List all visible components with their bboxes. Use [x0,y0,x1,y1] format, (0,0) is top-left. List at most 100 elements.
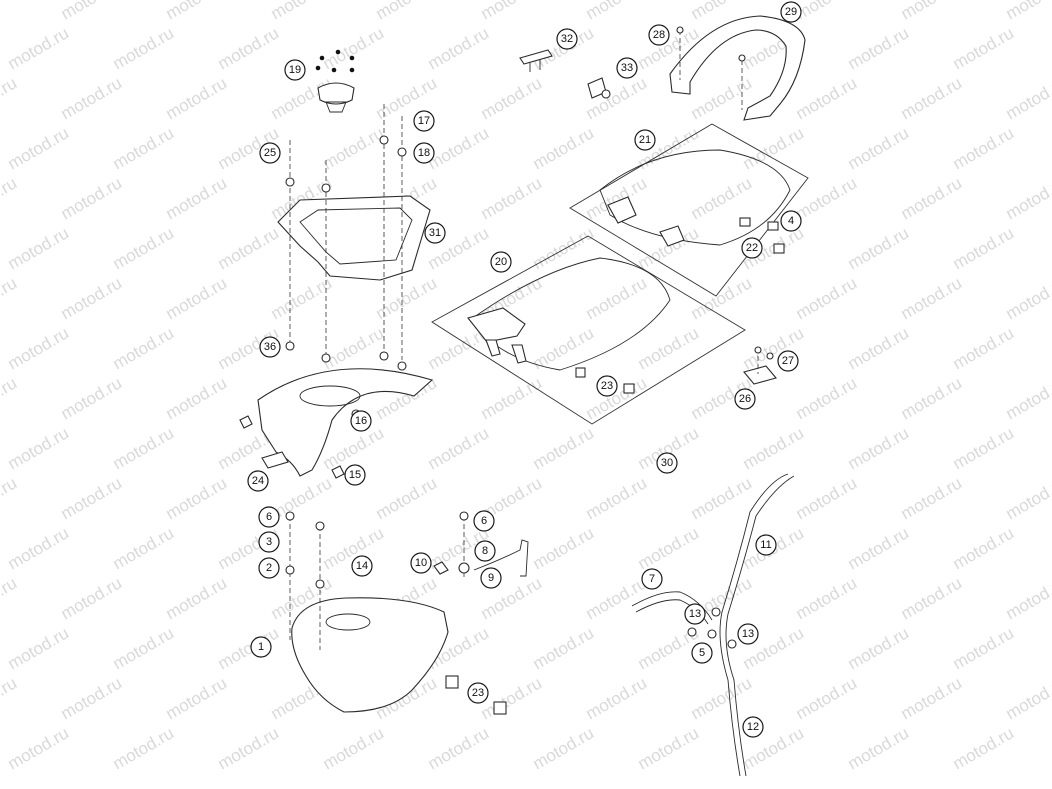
watermark-text: motod.ru [898,573,966,623]
callout-16: 16 [350,410,372,432]
watermark-text: motod.ru [635,523,703,573]
watermark-text: motod.ru [0,673,20,723]
watermark-text: motod.ru [1003,173,1052,223]
watermark-text: motod.ru [0,73,20,123]
watermark-text: motod.ru [898,673,966,723]
watermark-text: motod.ru [478,673,546,723]
callout-5: 5 [691,642,713,664]
watermark-text: motod.ru [530,423,598,473]
watermark-text: motod.ru [688,473,756,523]
watermark-text: motod.ru [1003,673,1052,723]
svg-text:36: 36 [264,341,276,353]
callout-17: 17 [413,110,435,132]
svg-text:30: 30 [661,457,673,469]
svg-text:3: 3 [266,536,272,548]
callout-24: 24 [247,470,269,492]
callout-15: 15 [344,464,366,486]
svg-text:22: 22 [746,242,758,254]
svg-text:15: 15 [349,469,361,481]
tank-frame [277,104,431,371]
svg-text:19: 19 [289,64,301,76]
watermark-text: motod.ru [58,473,126,523]
callout-7: 7 [641,568,663,590]
watermark-text: motod.ru [425,423,493,473]
svg-text:13: 13 [742,628,754,640]
svg-text:23: 23 [472,687,484,699]
watermark-text: motod.ru [583,673,651,723]
svg-text:24: 24 [252,475,264,487]
watermark-text: motod.ru [583,473,651,523]
watermark-text: motod.ru [0,573,20,623]
watermark-text: motod.ru [793,673,861,723]
watermark-text: motod.ru [845,423,913,473]
svg-text:11: 11 [760,539,771,551]
svg-text:26: 26 [739,393,751,405]
svg-text:27: 27 [782,355,794,367]
callout-4: 4 [780,210,802,232]
watermark-text: motod.ru [530,223,598,273]
watermark-text: motod.ru [5,323,73,373]
svg-text:20: 20 [495,256,507,268]
watermark-text: motod.ru [950,523,1018,573]
callout-23b: 23 [467,682,489,704]
watermark-text: motod.ru [530,523,598,573]
callout-25: 25 [259,142,281,164]
watermark-text: motod.ru [845,623,913,673]
watermark-text: motod.ru [163,673,231,723]
callout-3: 3 [258,531,280,553]
bracket-32 [519,49,553,72]
svg-text:12: 12 [747,721,759,733]
callout-28: 28 [648,24,670,46]
callout-layer: 1 2 3 4 5 6 6 7 8 9 10 11 12 13 13 14 15… [247,1,802,738]
callout-13b: 13 [737,623,759,645]
watermark-text: motod.ru [793,573,861,623]
watermark-text: motod.ru [530,123,598,173]
watermark-text: motod.ru [215,723,283,773]
watermark-text: motod.ru [110,723,178,773]
watermark-text: motod.ru [5,623,73,673]
watermark-text: motod.ru [5,523,73,573]
svg-text:9: 9 [488,572,494,584]
callout-19: 19 [284,59,306,81]
watermark-text: motod.ru [898,0,966,23]
watermark-text: motod.ru [425,123,493,173]
watermark-text: motod.ru [163,573,231,623]
watermark-text: motod.ru [215,623,283,673]
watermark-text: motod.ru [5,723,73,773]
watermark-text: motod.ru [373,0,441,23]
watermark-text: motod.ru [110,223,178,273]
watermark-text: motod.ru [898,173,966,223]
callout-18: 18 [413,142,435,164]
watermark-text: motod.ru [793,73,861,123]
clip-33 [587,77,611,99]
svg-text:6: 6 [481,515,487,527]
svg-text:29: 29 [785,6,797,18]
watermark-text: motod.ru [793,273,861,323]
callout-26: 26 [734,388,756,410]
callout-21: 21 [634,129,656,151]
watermark-text: motod.ru [163,473,231,523]
watermark-text: motod.ru [740,423,808,473]
watermark-text: motod.ru [950,623,1018,673]
watermark-text: motod.ru [320,123,388,173]
watermark-text: motod.ru [635,323,703,373]
svg-text:6: 6 [266,511,272,523]
svg-text:10: 10 [415,557,427,569]
svg-text:17: 17 [418,115,430,127]
watermark-text: motod.ru [845,223,913,273]
watermark-text: motod.ru [898,373,966,423]
watermark-text: motod.ru [0,0,20,23]
callout-33: 33 [616,57,638,79]
callout-8: 8 [474,540,496,562]
svg-text:8: 8 [482,545,488,557]
bracket-26 [743,346,777,385]
watermark-text: motod.ru [425,23,493,73]
svg-text:13: 13 [689,608,701,620]
watermark-text: motod.ru [58,373,126,423]
svg-text:32: 32 [561,33,573,45]
watermark-text: motod.ru [950,23,1018,73]
watermark-text: motod.ru [58,173,126,223]
watermark-text: motod.ru [583,73,651,123]
